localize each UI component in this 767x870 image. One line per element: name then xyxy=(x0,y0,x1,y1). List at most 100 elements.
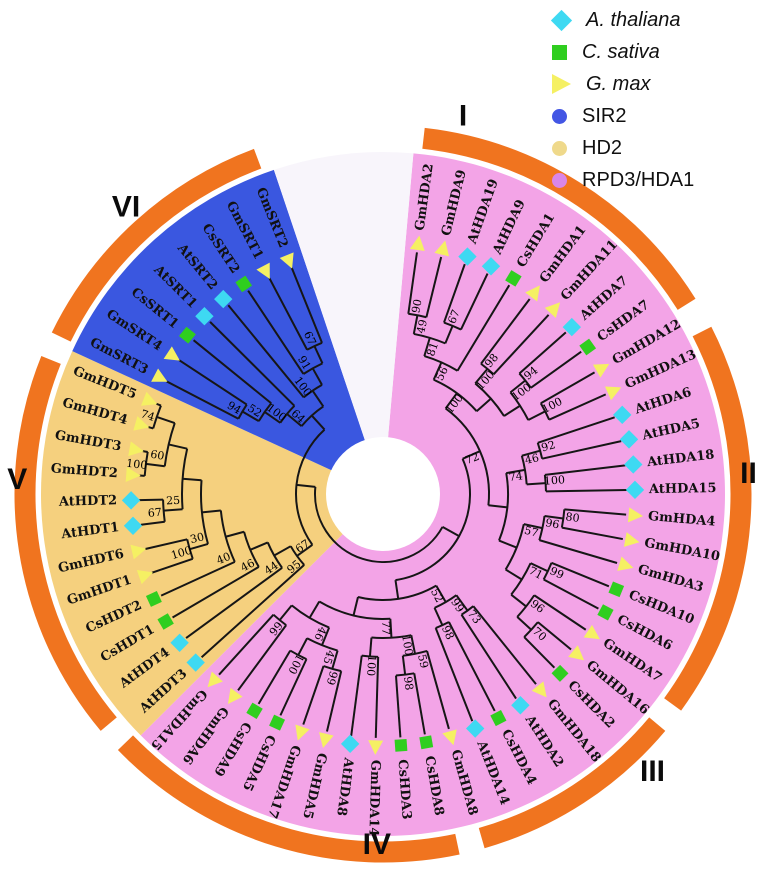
taxon-marker-square xyxy=(505,270,522,287)
sir2-circle-icon xyxy=(552,108,567,124)
taxon-label: CsHDA3 xyxy=(394,759,413,820)
bootstrap-value: 99 xyxy=(548,564,566,582)
bootstrap-value: 40 xyxy=(215,550,233,567)
bootstrap-value: 90 xyxy=(409,298,424,314)
taxon-label: GmHDT2 xyxy=(50,461,118,481)
legend-label: RPD3/HDA1 xyxy=(582,168,695,191)
taxon-marker-triangle xyxy=(256,262,270,279)
taxon-marker-triangle xyxy=(368,740,384,755)
group-numeral-II: II xyxy=(740,457,757,490)
bootstrap-value: 100 xyxy=(170,544,194,562)
taxon-marker-diamond xyxy=(466,719,485,738)
taxon-marker-triangle xyxy=(227,687,243,704)
legend-item-rpd3-hda1: RPD3/HDA1 xyxy=(552,164,766,196)
taxon-marker-triangle xyxy=(627,507,644,523)
bootstrap-value: 98 xyxy=(439,624,457,642)
group-numeral-III: III xyxy=(640,755,665,788)
bootstrap-value: 80 xyxy=(565,510,581,525)
bootstrap-value: 46 xyxy=(524,451,541,467)
bootstrap-value: 81 xyxy=(424,341,441,358)
bootstrap-value: 98 xyxy=(401,676,416,692)
taxon-marker-square xyxy=(157,613,174,630)
bootstrap-value: 77 xyxy=(379,621,392,635)
group-numeral-IV: IV xyxy=(363,828,391,861)
taxon-marker-triangle xyxy=(136,569,153,585)
bootstrap-value: 57 xyxy=(523,524,540,540)
bootstrap-value: 44 xyxy=(262,559,281,578)
bootstrap-value: 60 xyxy=(149,448,165,463)
taxon-marker-triangle xyxy=(442,729,457,746)
group-numeral-I: I xyxy=(459,99,467,132)
taxon-marker-diamond xyxy=(562,317,582,337)
taxon-marker-triangle xyxy=(583,624,600,640)
taxon-marker-triangle xyxy=(434,240,450,257)
taxon-marker-diamond xyxy=(619,430,639,449)
clade-sector-SIR2 xyxy=(72,169,383,494)
bootstrap-value: 92 xyxy=(540,438,557,454)
taxon-label: AtHDA15 xyxy=(648,481,717,497)
taxon-marker-square xyxy=(579,338,597,356)
taxon-marker-triangle xyxy=(163,346,180,361)
bootstrap-value: 100 xyxy=(126,457,148,472)
bootstrap-value: 25 xyxy=(166,494,180,507)
taxon-marker-diamond xyxy=(458,247,477,266)
taxon-marker-triangle xyxy=(151,368,168,382)
taxon-marker-triangle xyxy=(279,252,294,269)
a-thaliana-diamond-icon xyxy=(550,9,573,31)
taxon-marker-square xyxy=(246,702,263,720)
bootstrap-value: 72 xyxy=(463,450,481,467)
taxon-marker-triangle xyxy=(295,724,310,741)
taxon-marker-triangle xyxy=(133,416,150,431)
rpd3-hda1-circle-icon xyxy=(552,172,567,188)
bootstrap-value: 74 xyxy=(139,407,156,424)
group-numeral-VI: VI xyxy=(112,191,140,224)
legend: A. thaliana C. sativa G. max SIR2 HD2 RP… xyxy=(550,4,766,196)
taxon-marker-triangle xyxy=(592,363,610,378)
clade-sector-HD2 xyxy=(40,351,383,736)
taxon-marker-triangle xyxy=(128,441,144,457)
taxon-marker-diamond xyxy=(186,653,205,672)
legend-label: C. sativa xyxy=(582,40,660,63)
taxon-marker-diamond xyxy=(340,734,360,754)
taxon-marker-triangle xyxy=(140,391,158,406)
taxon-marker-square xyxy=(269,714,286,731)
bootstrap-value: 59 xyxy=(415,653,431,670)
legend-label: SIR2 xyxy=(582,104,627,127)
group-ring-arc xyxy=(478,717,666,849)
bootstrap-value: 91 xyxy=(295,353,313,372)
bootstrap-value: 94 xyxy=(225,399,244,417)
group-ring-arc xyxy=(14,355,117,731)
bootstrap-value: 52 xyxy=(245,401,264,420)
group-ring-arc xyxy=(117,735,460,863)
bootstrap-value: 100 xyxy=(399,634,415,657)
taxon-marker-diamond xyxy=(625,480,645,500)
taxon-marker-square xyxy=(419,735,434,750)
taxon-marker-triangle xyxy=(125,467,141,482)
taxon-marker-triangle xyxy=(604,386,622,401)
taxon-label: GmHDA14 xyxy=(365,760,382,837)
legend-item-a-thaliana: A. thaliana xyxy=(550,4,766,36)
taxon-marker-diamond xyxy=(624,455,643,474)
taxon-marker-diamond xyxy=(481,257,501,276)
bootstrap-value: 100 xyxy=(364,655,378,677)
taxon-marker-triangle xyxy=(409,235,425,251)
hd2-circle-icon xyxy=(552,140,567,156)
taxon-marker-diamond xyxy=(214,289,233,309)
tree-branches xyxy=(139,252,627,738)
taxon-marker-square xyxy=(394,738,408,752)
taxon-marker-square xyxy=(608,581,625,598)
taxon-marker-square xyxy=(490,709,507,727)
taxon-marker-triangle xyxy=(130,544,147,560)
bootstrap-value: 71 xyxy=(527,564,545,582)
bootstrap-value: 46 xyxy=(312,625,330,643)
legend-item-hd2: HD2 xyxy=(552,132,766,164)
taxon-marker-triangle xyxy=(623,532,640,547)
taxon-label: GmHDA4 xyxy=(647,509,716,530)
legend-item-g-max: G. max xyxy=(552,68,766,100)
taxon-marker-square xyxy=(551,664,569,682)
bootstrap-value: 100 xyxy=(544,473,566,488)
legend-label: HD2 xyxy=(582,136,623,159)
bootstrap-value: 52 xyxy=(428,586,446,604)
